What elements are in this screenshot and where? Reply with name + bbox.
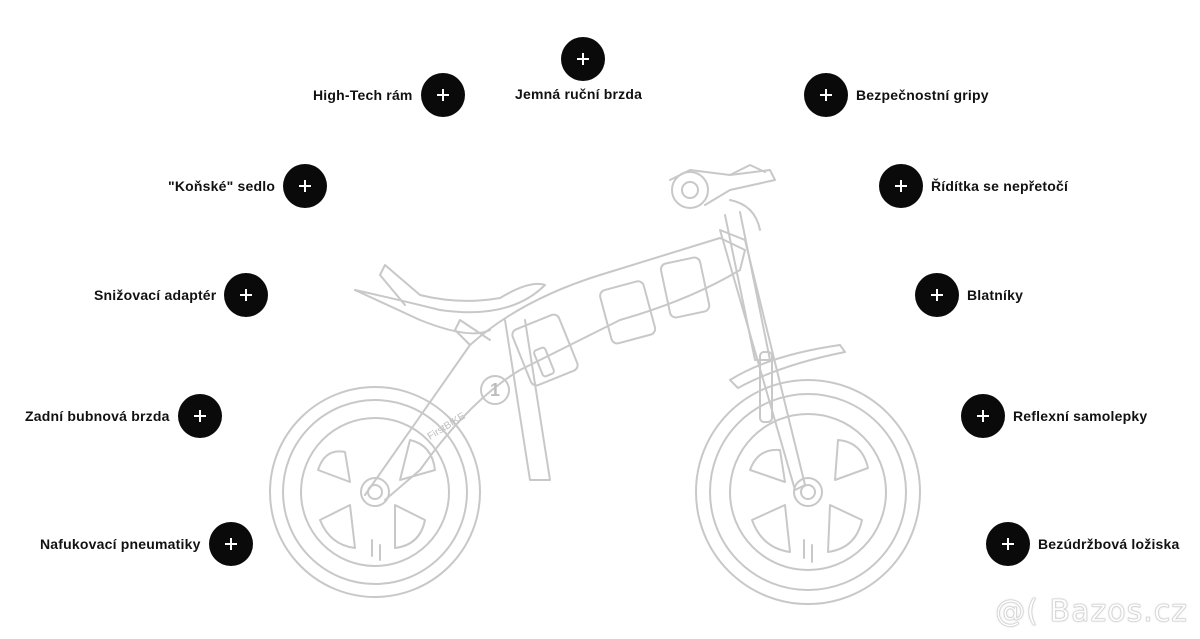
hotspot-high-tech-ram[interactable]: High-Tech rám bbox=[313, 73, 465, 117]
feature-label: Řídítka se nepřetočí bbox=[931, 178, 1069, 194]
hotspot-snizovaci-adapter[interactable]: Snižovací adaptér bbox=[94, 273, 269, 317]
feature-label: Blatníky bbox=[967, 287, 1024, 303]
plus-icon bbox=[193, 410, 206, 422]
hotspot-jemna-rucni-brzda-button[interactable] bbox=[561, 37, 605, 81]
hotspot-reflexni-samolepky[interactable]: Reflexní samolepky bbox=[961, 394, 1147, 438]
feature-label: Bezúdržbová ložiska bbox=[1038, 536, 1180, 552]
plus-icon bbox=[240, 289, 253, 301]
plus-icon bbox=[820, 89, 832, 101]
plus-icon bbox=[895, 180, 907, 192]
plus-button[interactable] bbox=[961, 394, 1005, 438]
hotspot-zadni-bubnova-brzda[interactable]: Zadní bubnová brzda bbox=[25, 394, 222, 438]
plus-button[interactable] bbox=[420, 73, 465, 117]
hotspot-bezudrzbova-loziska[interactable]: Bezúdržbová ložiska bbox=[986, 522, 1180, 566]
hotspot-nafukovaci-pneumatiky[interactable]: Nafukovací pneumatiky bbox=[40, 522, 253, 566]
hotspot-jemna-rucni-brzda[interactable]: Jemná ruční brzda bbox=[515, 86, 642, 102]
plus-icon bbox=[224, 538, 237, 550]
plus-icon bbox=[977, 410, 989, 422]
plus-icon bbox=[577, 53, 589, 65]
plus-button[interactable] bbox=[986, 522, 1030, 566]
plus-icon bbox=[931, 289, 943, 301]
hotspot-konske-sedlo[interactable]: "Koňské" sedlo bbox=[168, 164, 328, 208]
plus-button[interactable] bbox=[804, 73, 848, 117]
watermark: @( Bazos.cz bbox=[995, 594, 1188, 630]
feature-label: Nafukovací pneumatiky bbox=[40, 536, 201, 552]
plus-button[interactable] bbox=[177, 394, 222, 438]
front-wheel bbox=[695, 379, 921, 605]
feature-label: Reflexní samolepky bbox=[1013, 408, 1148, 424]
feature-label: High-Tech rám bbox=[313, 87, 413, 103]
plus-button[interactable] bbox=[879, 164, 923, 208]
hotspot-blatniky[interactable]: Blatníky bbox=[915, 273, 1023, 317]
plus-icon bbox=[299, 180, 312, 192]
plus-button[interactable] bbox=[283, 164, 328, 208]
feature-label: Zadní bubnová brzda bbox=[25, 408, 170, 424]
feature-label: Bezpečnostní gripy bbox=[856, 87, 989, 103]
frame bbox=[354, 164, 846, 501]
plus-button[interactable] bbox=[915, 273, 959, 317]
plus-button[interactable] bbox=[208, 522, 253, 566]
rear-wheel bbox=[269, 386, 481, 598]
frame-number: 1 bbox=[490, 380, 500, 400]
plus-button[interactable] bbox=[224, 273, 269, 317]
plus-button[interactable] bbox=[561, 37, 605, 81]
hotspot-bezpecnostni-gripy[interactable]: Bezpečnostní gripy bbox=[804, 73, 989, 117]
feature-label: "Koňské" sedlo bbox=[168, 178, 276, 194]
hotspot-riditka[interactable]: Řídítka se nepřetočí bbox=[879, 164, 1068, 208]
feature-label: Snižovací adaptér bbox=[94, 287, 217, 303]
plus-icon bbox=[436, 89, 449, 101]
feature-label: Jemná ruční brzda bbox=[515, 86, 643, 102]
plus-icon bbox=[1002, 538, 1014, 550]
